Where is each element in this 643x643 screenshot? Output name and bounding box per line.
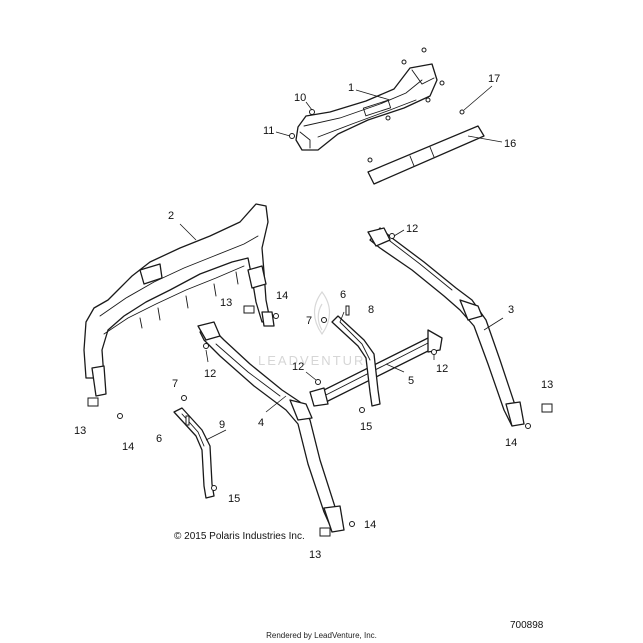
nut-12-right <box>389 233 395 239</box>
screw-1b <box>401 59 407 65</box>
part-2-front-rollbar <box>83 203 275 397</box>
screw-1c <box>425 97 431 103</box>
callout-8: 8 <box>368 304 374 316</box>
callout-6-right: 6 <box>340 289 346 301</box>
part-8-bracket <box>331 315 381 407</box>
callout-9: 9 <box>219 419 225 431</box>
callout-15-left: 15 <box>228 493 240 505</box>
callout-12-center: 12 <box>292 361 304 373</box>
nut-10 <box>309 109 315 115</box>
callout-6-left: 6 <box>156 433 162 445</box>
part-4-left-rear-bar <box>197 321 345 533</box>
bolt-6-left <box>185 415 190 426</box>
clip-13-rear-left <box>319 527 331 537</box>
callout-5: 5 <box>408 375 414 387</box>
bolt-15-left <box>211 485 217 491</box>
callout-13-rear-right: 13 <box>541 379 553 391</box>
pin-14-front-left <box>117 413 123 419</box>
callout-13-front-left: 13 <box>74 425 86 437</box>
pin-14-center <box>273 313 279 319</box>
callout-4: 4 <box>258 417 264 429</box>
callout-14-rear-left: 14 <box>364 519 376 531</box>
nut-12-center <box>315 379 321 385</box>
callout-14-rear-right: 14 <box>505 437 517 449</box>
clip-13-front-left <box>87 397 99 407</box>
hardware-fasteners <box>87 47 553 537</box>
callout-14-front-left: 14 <box>122 441 134 453</box>
nut-7-right <box>321 317 327 323</box>
nut-17 <box>459 109 465 115</box>
nut-7-left <box>181 395 187 401</box>
callout-1: 1 <box>348 82 354 94</box>
leader-lines <box>179 85 504 441</box>
callout-14-center: 14 <box>276 290 288 302</box>
callout-10: 10 <box>294 92 306 104</box>
callout-3: 3 <box>508 304 514 316</box>
callout-12-crossbar: 12 <box>436 363 448 375</box>
callout-13-center: 13 <box>220 297 232 309</box>
nut-12-crossbar <box>431 349 437 355</box>
callout-13-rear-left: 13 <box>309 549 321 561</box>
callout-17: 17 <box>488 73 500 85</box>
part-3-right-rear-bar <box>367 227 525 427</box>
nut-11 <box>289 133 295 139</box>
part-1-rear-panel <box>295 63 438 151</box>
callout-2: 2 <box>168 210 174 222</box>
callout-16: 16 <box>504 138 516 150</box>
pin-14-rear-left <box>349 521 355 527</box>
callout-11: 11 <box>263 125 274 137</box>
figure-id: 700898 <box>510 620 544 631</box>
nut-12-left <box>203 343 209 349</box>
render-credit: Rendered by LeadVenture, Inc. <box>266 631 377 640</box>
part-16-strap <box>367 125 485 185</box>
bolt-15-right <box>359 407 365 413</box>
callout-12-left: 12 <box>204 368 216 380</box>
bolt-6-right <box>345 305 350 316</box>
callout-12-right: 12 <box>406 223 418 235</box>
screw-1d <box>385 115 391 121</box>
part-9-bracket <box>173 407 215 499</box>
screw-1e <box>367 157 373 163</box>
callout-15-right: 15 <box>360 421 372 433</box>
callouts: 1 2 3 4 5 6 6 7 7 8 9 10 11 12 12 12 12 … <box>74 73 553 561</box>
callout-7-right: 7 <box>306 315 312 327</box>
watermark: LEADVENTURE <box>258 291 376 368</box>
screw-1f <box>439 80 445 86</box>
clip-13-center <box>243 305 255 314</box>
pin-14-rear-right <box>525 423 531 429</box>
watermark-text: LEADVENTURE <box>258 353 376 368</box>
callout-7-left: 7 <box>172 378 178 390</box>
screw-1a <box>421 47 427 53</box>
copyright-notice: © 2015 Polaris Industries Inc. <box>174 531 305 542</box>
clip-13-rear-right <box>541 403 553 413</box>
